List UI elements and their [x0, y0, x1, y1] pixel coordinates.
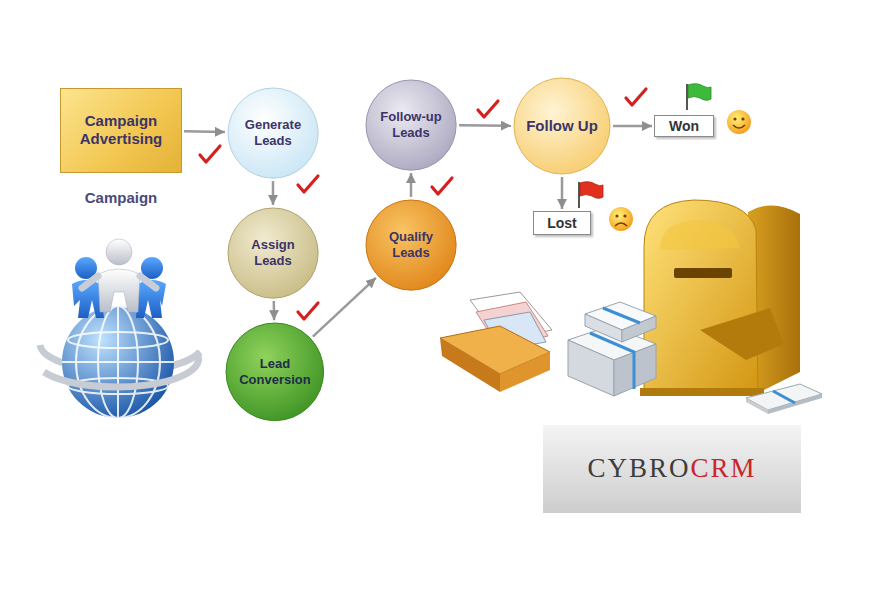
text-block: Lead Conversion	[233, 356, 317, 387]
brand-banner	[543, 425, 801, 513]
packages-illustration	[568, 302, 656, 396]
package-side	[622, 316, 656, 342]
flow-arrow	[272, 181, 275, 205]
globe-sphere	[62, 306, 174, 418]
mailbox-door	[700, 308, 784, 360]
node-label: Follow Up	[526, 117, 598, 135]
text-block: Follow Up	[526, 117, 598, 135]
won-flag	[687, 84, 711, 110]
tray-side	[440, 338, 500, 392]
smiley-face	[609, 207, 633, 231]
node-label: Lead Conversion	[233, 356, 317, 387]
smiley-eye	[741, 117, 744, 120]
caption-label: Campaign	[31, 189, 211, 206]
smiley-mouth	[615, 223, 627, 226]
globe-illustration	[40, 239, 200, 418]
process-circle: Assign Leads	[227, 207, 319, 299]
circle-fill	[228, 208, 318, 298]
circle-fill	[514, 78, 610, 174]
person-head	[106, 239, 132, 265]
node-label: Follow-up Leads	[373, 109, 449, 140]
smiley-eye	[733, 117, 736, 120]
brand-word: CYBRO	[587, 453, 690, 484]
process-circle: Generate Leads	[227, 87, 319, 179]
flow-arrow	[459, 124, 511, 127]
happy-smiley	[727, 110, 751, 134]
tray-side	[500, 352, 550, 392]
flow-arrow	[184, 130, 225, 133]
flow-arrow	[613, 125, 652, 128]
process-circle: Qualify Leads	[365, 199, 457, 291]
circle-fill	[226, 323, 324, 421]
check-mark	[298, 176, 318, 192]
process-circle: Follow-up Leads	[365, 79, 457, 171]
mailbox-front	[644, 200, 758, 392]
flow-arrow	[410, 173, 413, 197]
node-label: Generate Leads	[235, 117, 311, 148]
smiley-eye	[615, 214, 618, 217]
smiley-mouth	[733, 125, 745, 128]
text-block: Qualify Leads	[373, 229, 449, 260]
text-block: Assign Leads	[235, 237, 311, 268]
mailbox-slot	[674, 268, 732, 278]
globe-grid	[62, 306, 174, 418]
outcome-box: Won	[654, 115, 714, 138]
mailbox-highlight	[660, 220, 740, 250]
package-ribbon	[590, 308, 640, 389]
mailbox-illustration	[640, 200, 800, 396]
envelope-band	[773, 391, 795, 403]
node-label: Campaign Advertising	[69, 112, 173, 148]
envelope-edge	[746, 398, 768, 414]
person-arms	[82, 276, 156, 288]
check-mark	[478, 101, 498, 117]
envelope-edge	[768, 394, 822, 414]
node-label: Lost	[547, 215, 577, 232]
process-circle: Lead Conversion	[225, 322, 325, 422]
check-mark	[432, 178, 452, 194]
flow-arrow	[561, 177, 564, 209]
text-block: Generate Leads	[235, 117, 311, 148]
circle-fill	[228, 88, 318, 178]
circle-fill	[366, 200, 456, 290]
check-mark	[626, 89, 646, 105]
flow-arrow	[273, 301, 276, 320]
process-circle: Follow Up	[513, 77, 611, 175]
globe-parallel	[62, 361, 174, 363]
campaign-box: Campaign AdvertisingCampaign	[60, 88, 182, 173]
mailbox-base	[640, 388, 764, 396]
check-mark	[200, 146, 220, 162]
lost-flag	[579, 182, 603, 208]
node-label: Assign Leads	[235, 237, 311, 268]
envelope-stack-illustration	[746, 384, 822, 414]
paper-tray-illustration	[440, 292, 552, 392]
brand-label-row: CYBROCRM	[543, 446, 801, 490]
circle-fill	[366, 80, 456, 170]
outcome-box: Lost	[533, 211, 591, 235]
text-block: Won	[669, 118, 699, 135]
text-block: Lost	[547, 215, 577, 232]
check-mark	[298, 303, 318, 319]
text-block: Campaign Advertising	[69, 112, 173, 148]
text-block: Follow-up Leads	[373, 109, 449, 140]
node-label: Won	[669, 118, 699, 135]
brand-word: CRM	[691, 453, 757, 484]
flag-cloth	[688, 84, 711, 101]
person-body	[98, 269, 140, 312]
smiley-face	[727, 110, 751, 134]
sad-smiley	[609, 207, 633, 231]
package-side	[568, 340, 614, 396]
flow-arrow	[313, 278, 376, 337]
node-label: Qualify Leads	[373, 229, 449, 260]
person-figure	[82, 239, 156, 312]
check-marks	[200, 89, 646, 319]
flag-cloth	[580, 182, 603, 199]
smiley-eye	[623, 214, 626, 217]
globe-swoosh	[44, 352, 199, 387]
globe-parallel	[68, 332, 168, 348]
